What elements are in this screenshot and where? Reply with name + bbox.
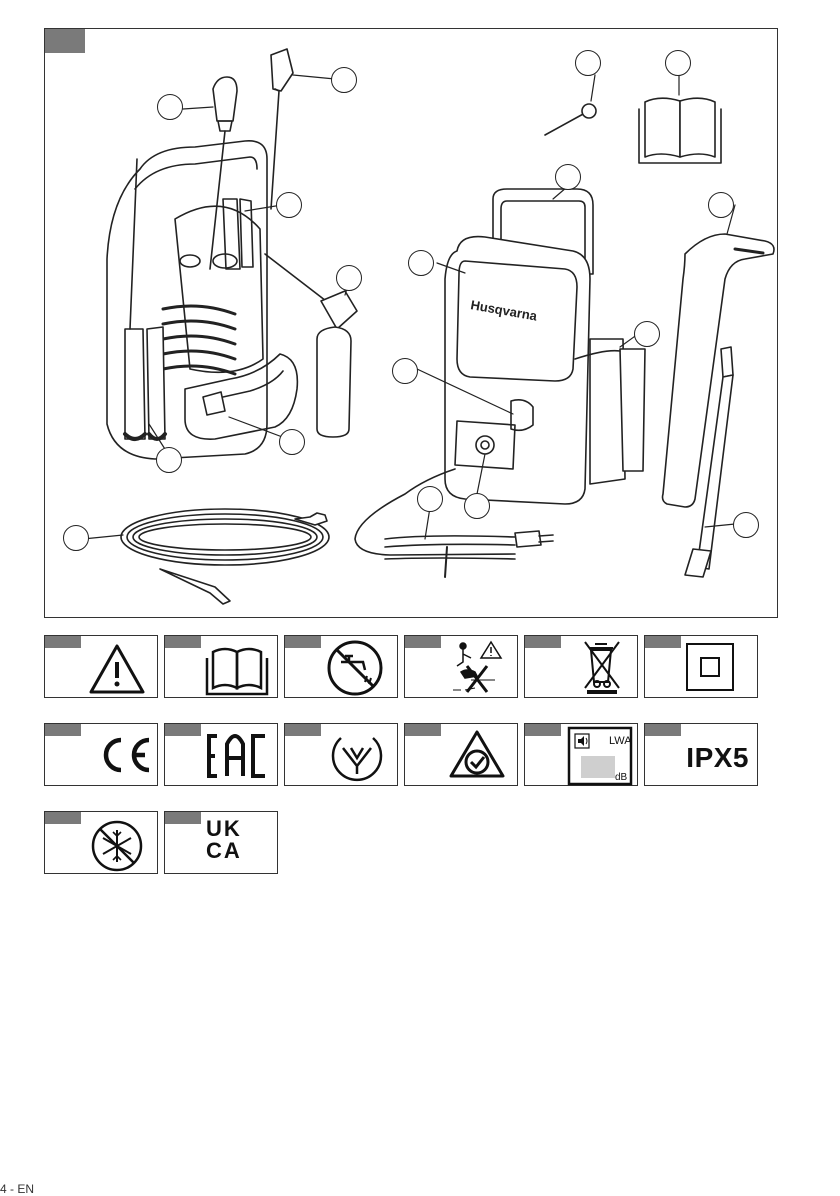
callout-high-pressure-hose bbox=[63, 525, 89, 551]
callout-manual bbox=[665, 50, 691, 76]
symbol-ukca: UK CA bbox=[164, 811, 278, 874]
symbol-ce bbox=[44, 723, 158, 786]
eac-mark-icon bbox=[165, 724, 279, 787]
symbol-double-insulation bbox=[644, 635, 758, 698]
symbol-no-drinking-water bbox=[284, 635, 398, 698]
symbol-rcm bbox=[404, 723, 518, 786]
ukca-line-1: UK bbox=[206, 818, 242, 840]
ukrsepro-mark-icon bbox=[285, 724, 399, 787]
noise-level-icon: LWA dB bbox=[525, 724, 639, 787]
ce-mark-icon bbox=[45, 724, 159, 787]
symbol-warning bbox=[44, 635, 158, 698]
high-pressure-hose bbox=[121, 509, 329, 604]
no-frost-icon bbox=[45, 812, 159, 875]
noise-unit-label: dB bbox=[615, 772, 628, 783]
noise-level-label: LWA bbox=[609, 735, 632, 747]
no-spraying-people-icon bbox=[405, 636, 519, 699]
symbol-weee bbox=[524, 635, 638, 698]
symbol-ipx5: IPX5 bbox=[644, 723, 758, 786]
ipx5-icon: IPX5 bbox=[686, 742, 749, 774]
callout-water-outlet bbox=[464, 493, 490, 519]
washer-front-view: Husqvarna bbox=[445, 189, 645, 504]
main-figure: Husqvarna bbox=[44, 28, 778, 618]
callout-product-cover bbox=[408, 250, 434, 276]
page-footer: 4 - EN bbox=[0, 1182, 34, 1196]
callout-water-inlet bbox=[279, 429, 305, 455]
callout-nozzle-holder bbox=[276, 192, 302, 218]
symbol-no-frost bbox=[44, 811, 158, 874]
symbol-noise-level: LWA dB bbox=[524, 723, 638, 786]
ukca-line-2: CA bbox=[206, 840, 242, 862]
callout-rotary-nozzle bbox=[331, 67, 357, 93]
warning-icon bbox=[45, 636, 159, 699]
callout-accessory-storage bbox=[634, 321, 660, 347]
callout-foam-nozzle bbox=[157, 94, 183, 120]
rcm-mark-icon bbox=[405, 724, 519, 787]
callout-handle bbox=[555, 164, 581, 190]
ukca-mark-icon: UK CA bbox=[206, 818, 242, 862]
symbol-no-spraying-people bbox=[404, 635, 518, 698]
product-illustration: Husqvarna bbox=[45, 29, 779, 619]
callout-hose-reel bbox=[156, 447, 182, 473]
symbol-manual bbox=[164, 635, 278, 698]
double-insulation-icon bbox=[645, 636, 759, 699]
crossed-bin-icon bbox=[525, 636, 639, 699]
callout-cleaning-needle bbox=[575, 50, 601, 76]
callout-lance bbox=[733, 512, 759, 538]
manual-book bbox=[639, 98, 721, 163]
callout-trigger-gun bbox=[708, 192, 734, 218]
no-drinking-water-icon bbox=[285, 636, 399, 699]
symbol-eac bbox=[164, 723, 278, 786]
manual-icon bbox=[165, 636, 279, 699]
cleaning-needle bbox=[545, 104, 596, 135]
washer-rear-view bbox=[107, 141, 297, 459]
callout-power-cord bbox=[417, 486, 443, 512]
callout-detergent-bottle bbox=[336, 265, 362, 291]
rotary-nozzle bbox=[271, 49, 293, 209]
callout-on-off-switch bbox=[392, 358, 418, 384]
symbol-ukrsepro bbox=[284, 723, 398, 786]
